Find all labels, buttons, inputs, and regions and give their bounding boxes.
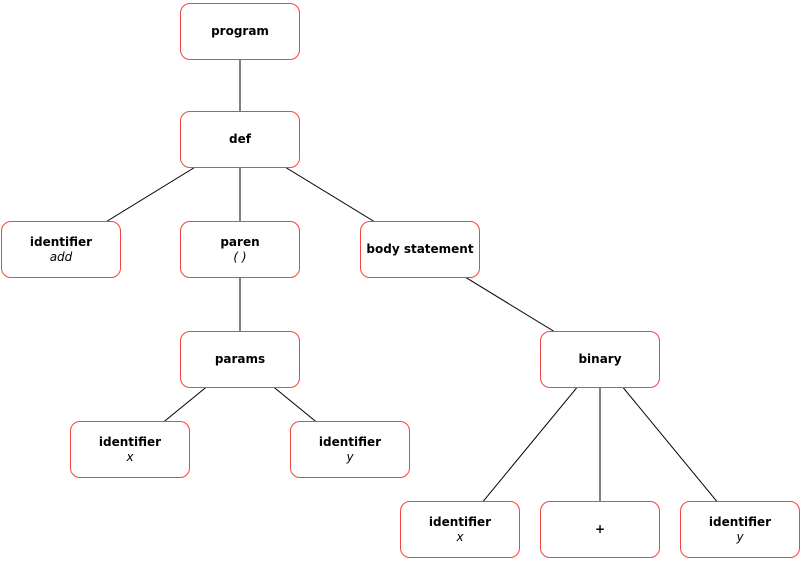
node-label: identifier (98, 434, 162, 449)
node-sublabel: add (49, 249, 73, 264)
node-label: def (229, 132, 251, 146)
tree-node-body-statement: body statement (360, 221, 480, 278)
node-sublabel: ( ) (233, 249, 247, 264)
node-label: program (211, 24, 269, 38)
tree-node-paren: paren( ) (180, 221, 300, 278)
node-label: body statement (366, 242, 474, 256)
node-label: identifier (428, 514, 492, 529)
node-sublabel: y (736, 529, 744, 544)
node-label: binary (578, 352, 622, 366)
node-label: params (214, 352, 266, 366)
tree-node-params: params (180, 331, 300, 388)
node-sublabel: x (126, 449, 134, 464)
node-sublabel: x (456, 529, 464, 544)
tree-node-def: def (180, 111, 300, 168)
node-label: identifier (318, 434, 382, 449)
node-label: identifier (29, 234, 93, 249)
node-label: identifier (708, 514, 772, 529)
node-label: + (594, 522, 606, 536)
node-label: paren (220, 234, 260, 249)
tree-node-plus-operator: + (540, 501, 660, 558)
tree-node-binary: binary (540, 331, 660, 388)
node-sublabel: y (346, 449, 354, 464)
tree-node-program: program (180, 3, 300, 60)
